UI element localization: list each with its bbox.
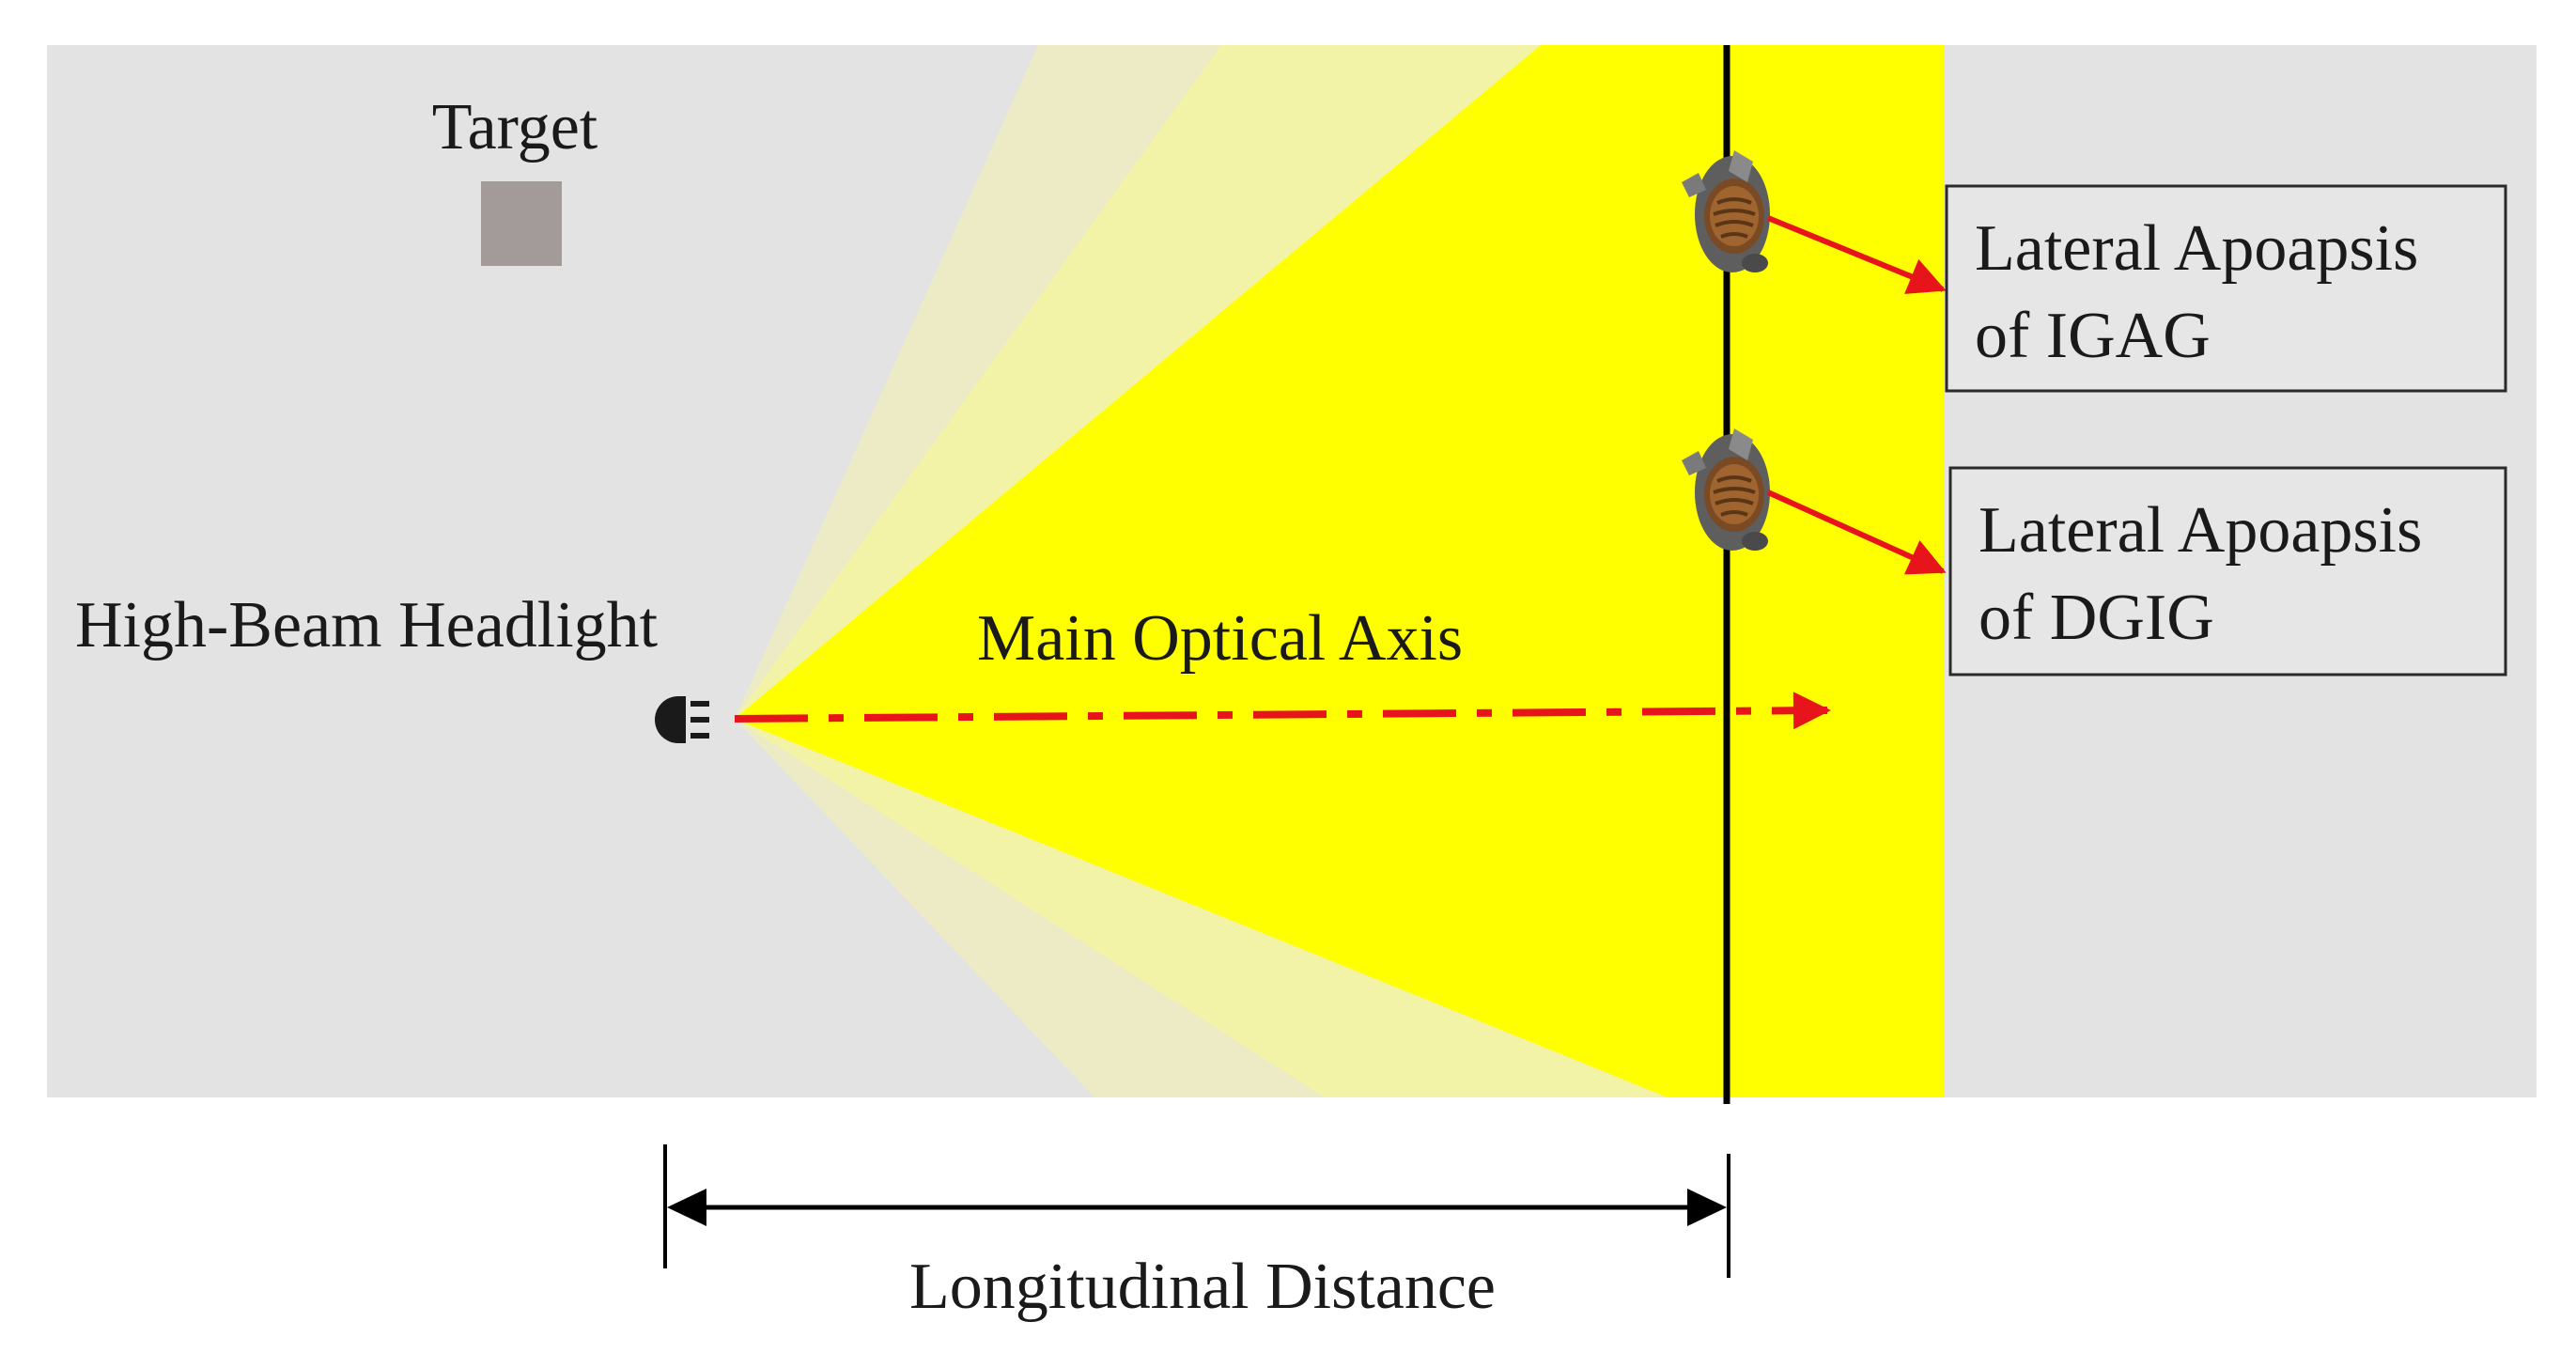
label-box-dgig-line1: Lateral Apoapsis bbox=[1979, 494, 2422, 567]
optical-axis-arrow bbox=[734, 692, 1831, 730]
optical-axis-label: Main Optical Axis bbox=[977, 602, 1463, 675]
beam-core-layer bbox=[735, 45, 1945, 1097]
pedestrian-icon bbox=[1682, 150, 1770, 272]
headlight-icon bbox=[655, 696, 709, 743]
pedestrian-icon bbox=[1682, 428, 1770, 551]
label-box-dgig-line2: of DGIG bbox=[1979, 582, 2214, 654]
longitudinal-dimension bbox=[663, 1144, 1730, 1278]
label-box-igag-line2: of IGAG bbox=[1975, 300, 2211, 372]
longitudinal-distance-label: Longitudinal Distance bbox=[909, 1251, 1496, 1323]
pointer-arrow-dgig bbox=[1766, 490, 1947, 575]
label-box-igag-line1: Lateral Apoapsis bbox=[1975, 212, 2418, 285]
headlight-label: High-Beam Headlight bbox=[75, 589, 659, 661]
pointer-arrow-igag bbox=[1766, 215, 1947, 294]
label-box-dgig: Lateral Apoapsis of DGIG bbox=[1948, 466, 2507, 676]
target-label: Target bbox=[432, 91, 598, 163]
target-marker bbox=[481, 181, 562, 266]
label-box-igag: Lateral Apoapsis of IGAG bbox=[1945, 184, 2507, 393]
